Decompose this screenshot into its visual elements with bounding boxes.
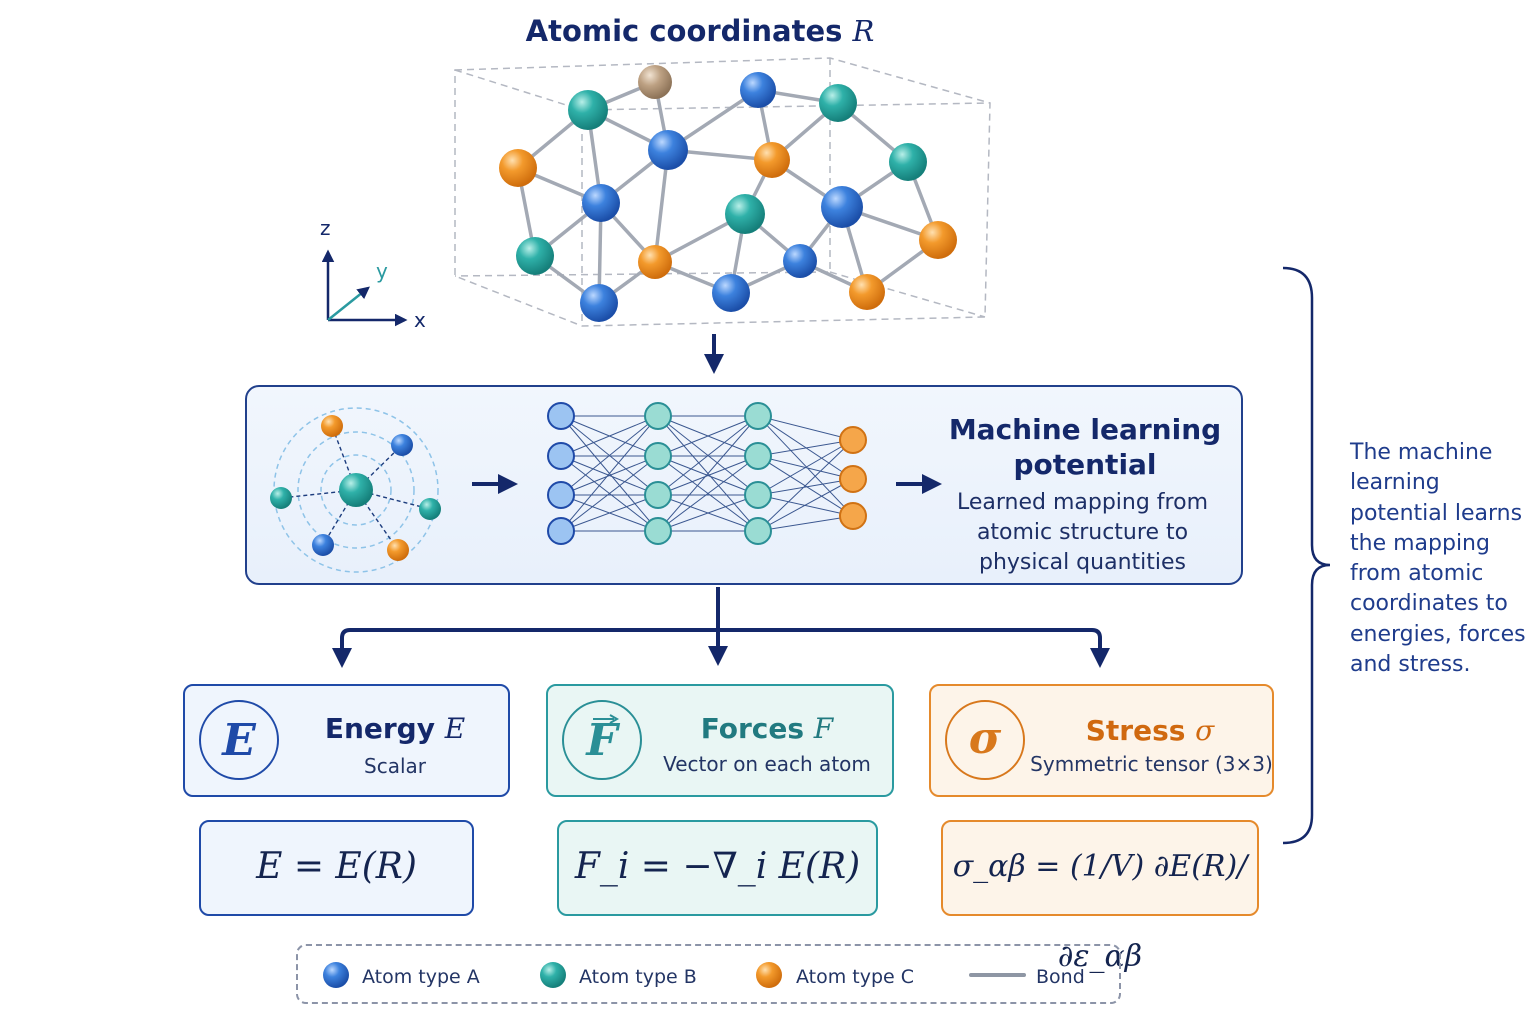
legend-atom-type-a: Atom type A <box>362 966 480 988</box>
atom <box>783 244 817 278</box>
neural-network <box>547 402 867 545</box>
atom-type-a-icon <box>323 962 349 988</box>
stress-symbol: σ <box>945 700 1025 780</box>
legend: Atom type A Atom type B Atom type C Bond <box>296 944 1121 1004</box>
z-axis-label: z <box>320 216 331 240</box>
atom <box>582 184 620 222</box>
atom-type-c-icon <box>756 962 782 988</box>
atom <box>712 274 750 312</box>
atom <box>499 149 537 187</box>
atom <box>580 284 618 322</box>
ml-potential-description: Learned mapping from atomic structure to… <box>956 490 1209 575</box>
stress-equation: σ_αβ = (1/V) ∂E(R)/∂ε_αβ <box>941 820 1259 974</box>
atom <box>849 274 885 310</box>
stress-card: σ Stress σ Symmetric tensor (3×3) <box>929 684 1274 797</box>
forces-subtitle: Vector on each atom <box>663 752 871 776</box>
atom <box>740 72 776 108</box>
atom <box>516 237 554 275</box>
energy-subtitle: Scalar <box>364 754 426 778</box>
side-note: The machine learning potential learns th… <box>1350 440 1526 678</box>
atom <box>638 245 672 279</box>
energy-card: E Energy E Scalar <box>183 684 510 797</box>
legend-atom-type-b: Atom type B <box>579 966 697 988</box>
atom <box>568 90 608 130</box>
legend-atom-type-c: Atom type C <box>796 966 915 988</box>
atom <box>638 65 672 99</box>
coordinate-axes: z y x <box>320 216 426 332</box>
energy-symbol: E <box>199 700 279 780</box>
atom <box>821 186 863 228</box>
atoms <box>499 65 957 322</box>
x-axis-label: x <box>414 308 426 332</box>
forces-card: F Forces F Vector on each atom <box>546 684 894 797</box>
forces-symbol: F <box>562 700 642 780</box>
y-axis-label: y <box>376 259 388 283</box>
coordinates-symbol: R <box>852 14 875 48</box>
output-branch-arrows <box>332 587 1110 668</box>
stress-subtitle: Symmetric tensor (3×3) <box>1030 752 1273 776</box>
forces-equation: F_i = −∇_i E(R) <box>557 820 878 916</box>
vector-arrow-icon <box>593 714 620 724</box>
atom <box>889 143 927 181</box>
forces-title: Forces F <box>700 712 834 745</box>
atom <box>648 130 688 170</box>
energy-equation: E = E(R) <box>199 820 474 916</box>
energy-title: Energy E <box>324 712 466 745</box>
atom <box>725 194 765 234</box>
atom <box>754 142 790 178</box>
atom-type-b-icon <box>540 962 566 988</box>
stress-title: Stress σ <box>1085 714 1215 747</box>
ml-potential-title: Machine learning potential <box>948 413 1222 481</box>
brace <box>1282 266 1331 845</box>
atom <box>819 84 857 122</box>
structure-title: Atomic coordinates R <box>525 14 875 48</box>
legend-bond: Bond <box>1036 966 1085 988</box>
local-environment <box>270 407 441 573</box>
atom <box>919 221 957 259</box>
